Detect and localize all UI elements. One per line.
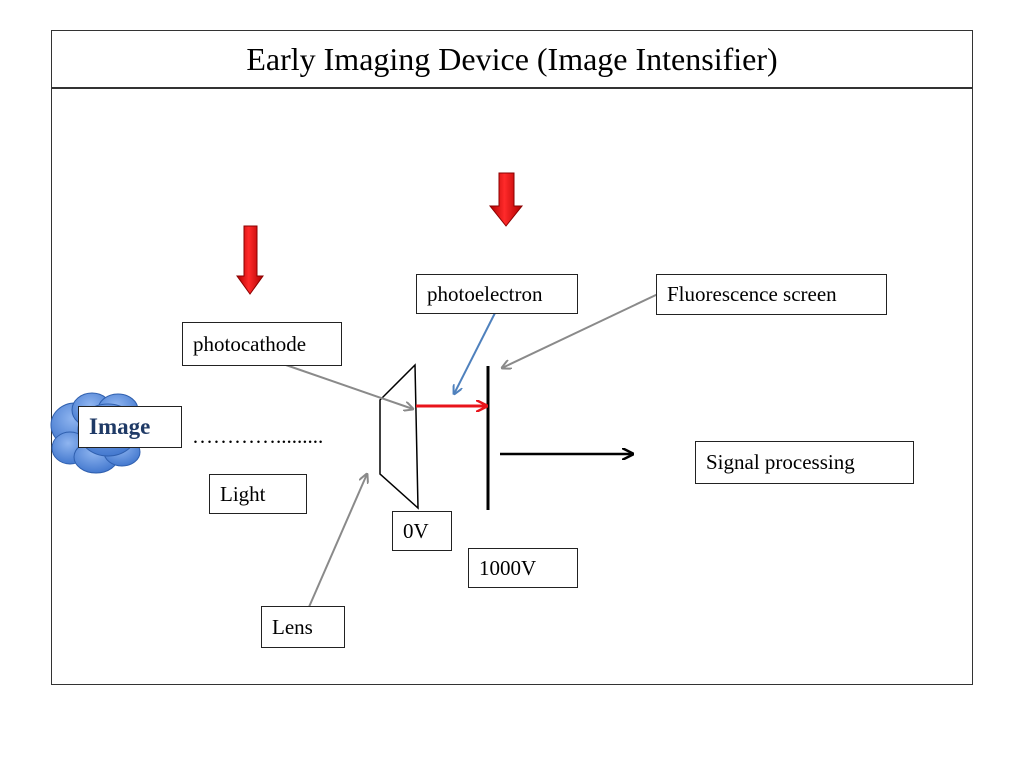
highlight-arrow-left xyxy=(236,225,264,295)
signal-processing-label: Signal processing xyxy=(695,441,914,484)
photocathode-label: photocathode xyxy=(182,322,342,366)
fluorescence-screen-label: Fluorescence screen xyxy=(656,274,887,315)
photoelectron-pointer-arrow xyxy=(454,310,497,394)
photoelectron-label: photoelectron xyxy=(416,274,578,314)
highlight-arrow-center xyxy=(488,172,524,227)
lens-label: Lens xyxy=(261,606,345,648)
light-dots: …………......... xyxy=(192,424,324,448)
photocathode-pointer-arrow xyxy=(282,363,413,409)
fluorescence-pointer-arrow xyxy=(502,293,659,368)
lens-pointer-arrow xyxy=(308,474,367,608)
image-label: Image xyxy=(78,406,182,448)
thousand-volt-label: 1000V xyxy=(468,548,578,588)
zero-volt-label: 0V xyxy=(392,511,452,551)
light-label: Light xyxy=(209,474,307,514)
lens-shape xyxy=(379,363,419,510)
slide-title: Early Imaging Device (Image Intensifier) xyxy=(51,30,973,89)
